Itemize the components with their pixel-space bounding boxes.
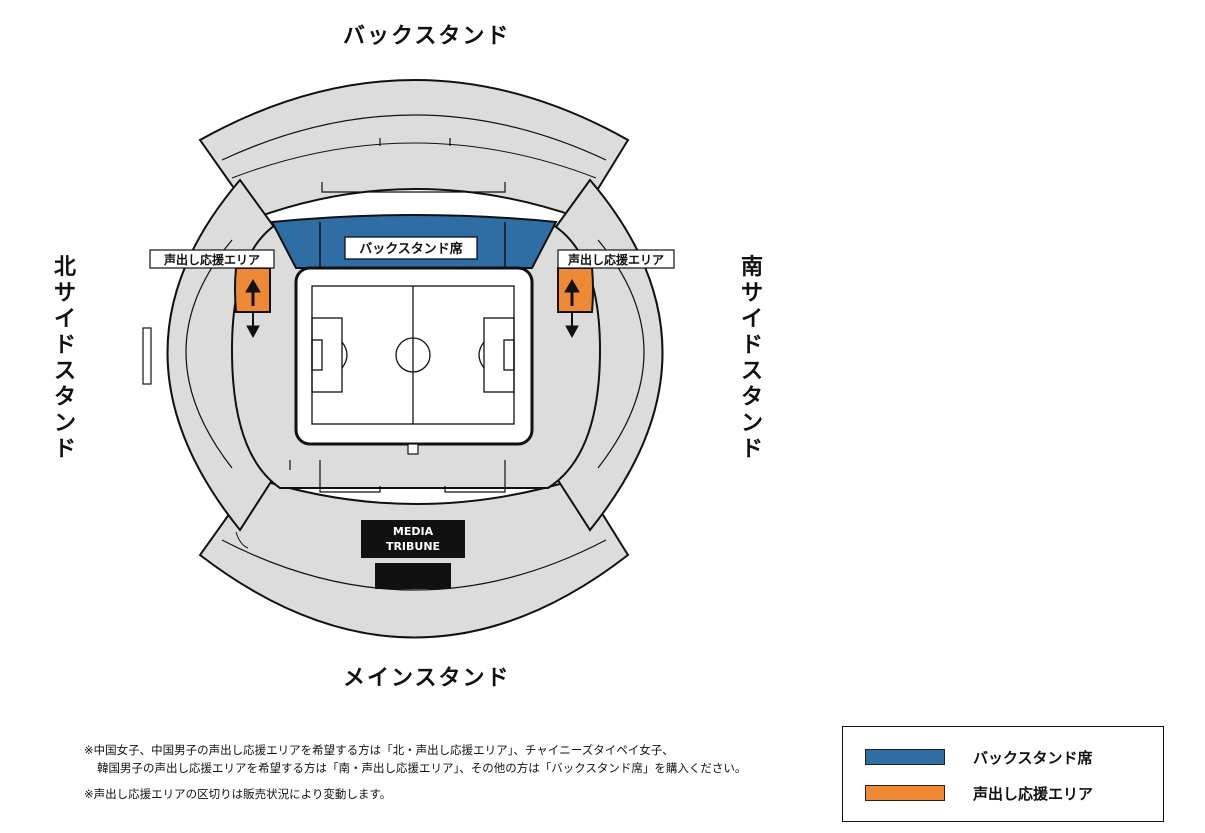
cheer-label-north: 声出し応援エリア xyxy=(163,252,260,267)
legend-box: バックスタンド席 声出し応援エリア xyxy=(842,726,1164,822)
note-line-3: ※声出し応援エリアの区切りは販売状況により変動します。 xyxy=(84,787,392,801)
back-stand-title: バックスタンド xyxy=(343,24,511,49)
back-stand-upper xyxy=(198,79,630,220)
media-label-line1: MEDIA xyxy=(393,525,434,538)
main-stand-title: メインスタンド xyxy=(343,666,511,691)
note-line-2: 韓国男子の声出し応援エリアを希望する方は「南・声出し応援エリア」、その他の方は「… xyxy=(97,761,747,775)
legend-swatch-blue xyxy=(865,749,945,765)
stadium-map: MEDIA TRIBUNE バックスタンド席 声出し応援エリア 声出し応援エリア xyxy=(142,79,675,639)
back-seat-label: バックスタンド席 xyxy=(359,241,463,257)
legend-item-back-seat: バックスタンド席 xyxy=(865,747,1093,767)
cheer-label-south: 声出し応援エリア xyxy=(567,252,664,267)
note-line-1: ※中国女子、中国男子の声出し応援エリアを希望する方は「北・声出し応援エリア」、チ… xyxy=(84,743,674,757)
legend-swatch-orange xyxy=(865,785,945,801)
legend-item-cheer-area: 声出し応援エリア xyxy=(865,783,1093,803)
media-label-line2: TRIBUNE xyxy=(386,540,440,553)
legend-label: 声出し応援エリア xyxy=(973,784,1094,803)
north-arrows xyxy=(245,279,261,339)
media-tribune-box xyxy=(361,520,465,558)
south-stand-title: 南サイドスタンド xyxy=(740,255,763,462)
south-arrows xyxy=(564,279,580,339)
north-stand-title: 北サイドスタンド xyxy=(53,255,76,462)
legend-label: バックスタンド席 xyxy=(973,748,1093,767)
